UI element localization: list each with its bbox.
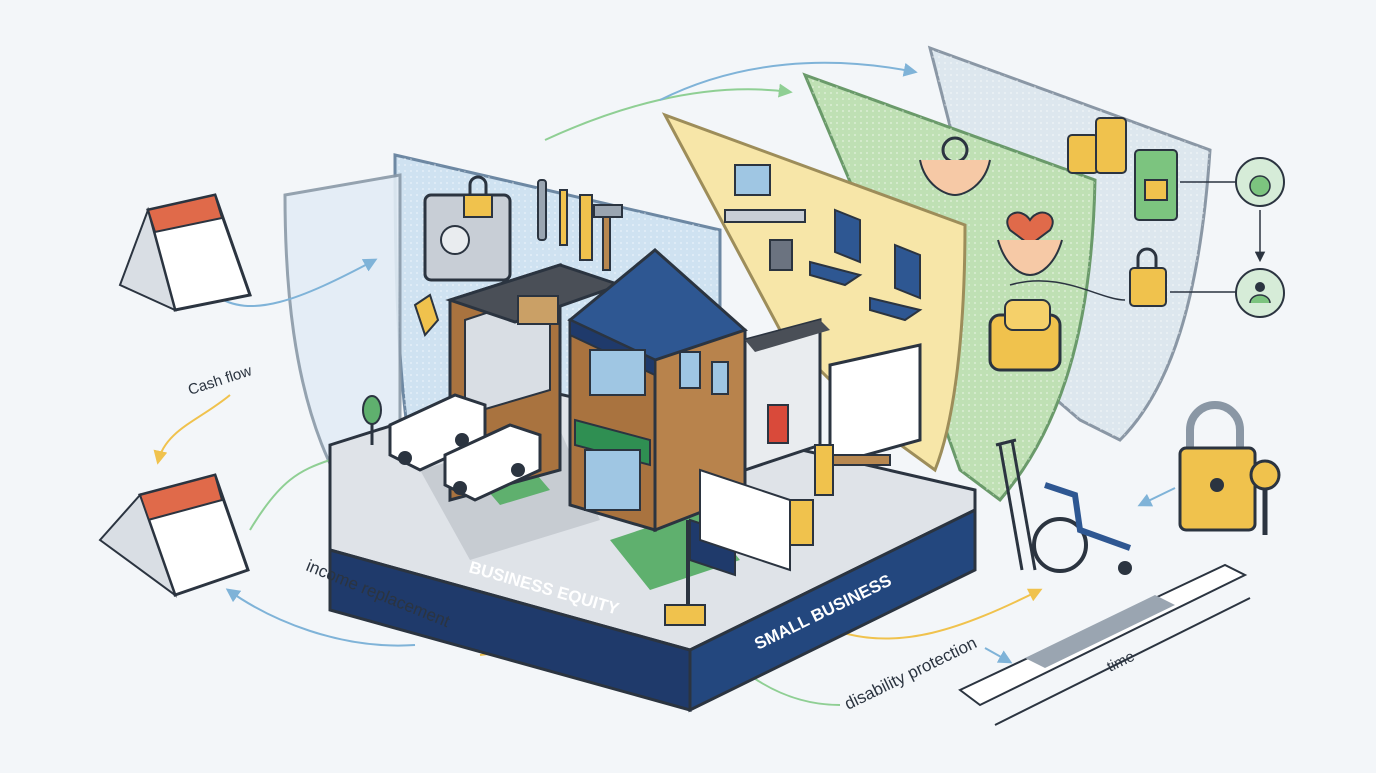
calendar-icon xyxy=(118,193,252,312)
padlock-icon xyxy=(1129,247,1167,307)
hands-gear-icon xyxy=(919,136,991,197)
wrench-icon xyxy=(537,179,547,241)
hands-heart-icon xyxy=(997,211,1063,277)
time-label: time xyxy=(1104,648,1137,676)
desk-computer-icon xyxy=(724,164,806,271)
building xyxy=(445,248,830,533)
coin-stack-icon xyxy=(1067,117,1127,174)
wheelchair-icon xyxy=(1032,482,1132,575)
padlock-key-icon xyxy=(1178,401,1281,535)
money-bag-icon xyxy=(1235,157,1285,207)
padlock-icon xyxy=(463,175,493,218)
office-chair-icon xyxy=(809,208,863,287)
padlock-icon xyxy=(1134,149,1178,221)
crutches-icon xyxy=(995,438,1037,571)
ruler-icon xyxy=(579,194,593,261)
armchair-icon xyxy=(988,299,1062,372)
box-icon xyxy=(517,295,559,325)
office-chair-icon xyxy=(869,243,923,322)
time-bar xyxy=(958,563,1251,726)
people-icon xyxy=(1235,268,1285,318)
price-tag-icon xyxy=(413,293,440,337)
window xyxy=(589,349,646,396)
tree-icon xyxy=(362,395,382,445)
screwdriver-icon xyxy=(559,189,568,246)
delivery-van-icon xyxy=(443,423,542,502)
disability-protection-label: disability protection xyxy=(841,633,979,713)
cash-flow-label: Cash flow xyxy=(186,362,254,399)
connector-lines xyxy=(1170,181,1266,293)
calendar-icon xyxy=(98,473,250,598)
hammer-icon xyxy=(593,204,623,271)
workshop xyxy=(699,343,922,572)
